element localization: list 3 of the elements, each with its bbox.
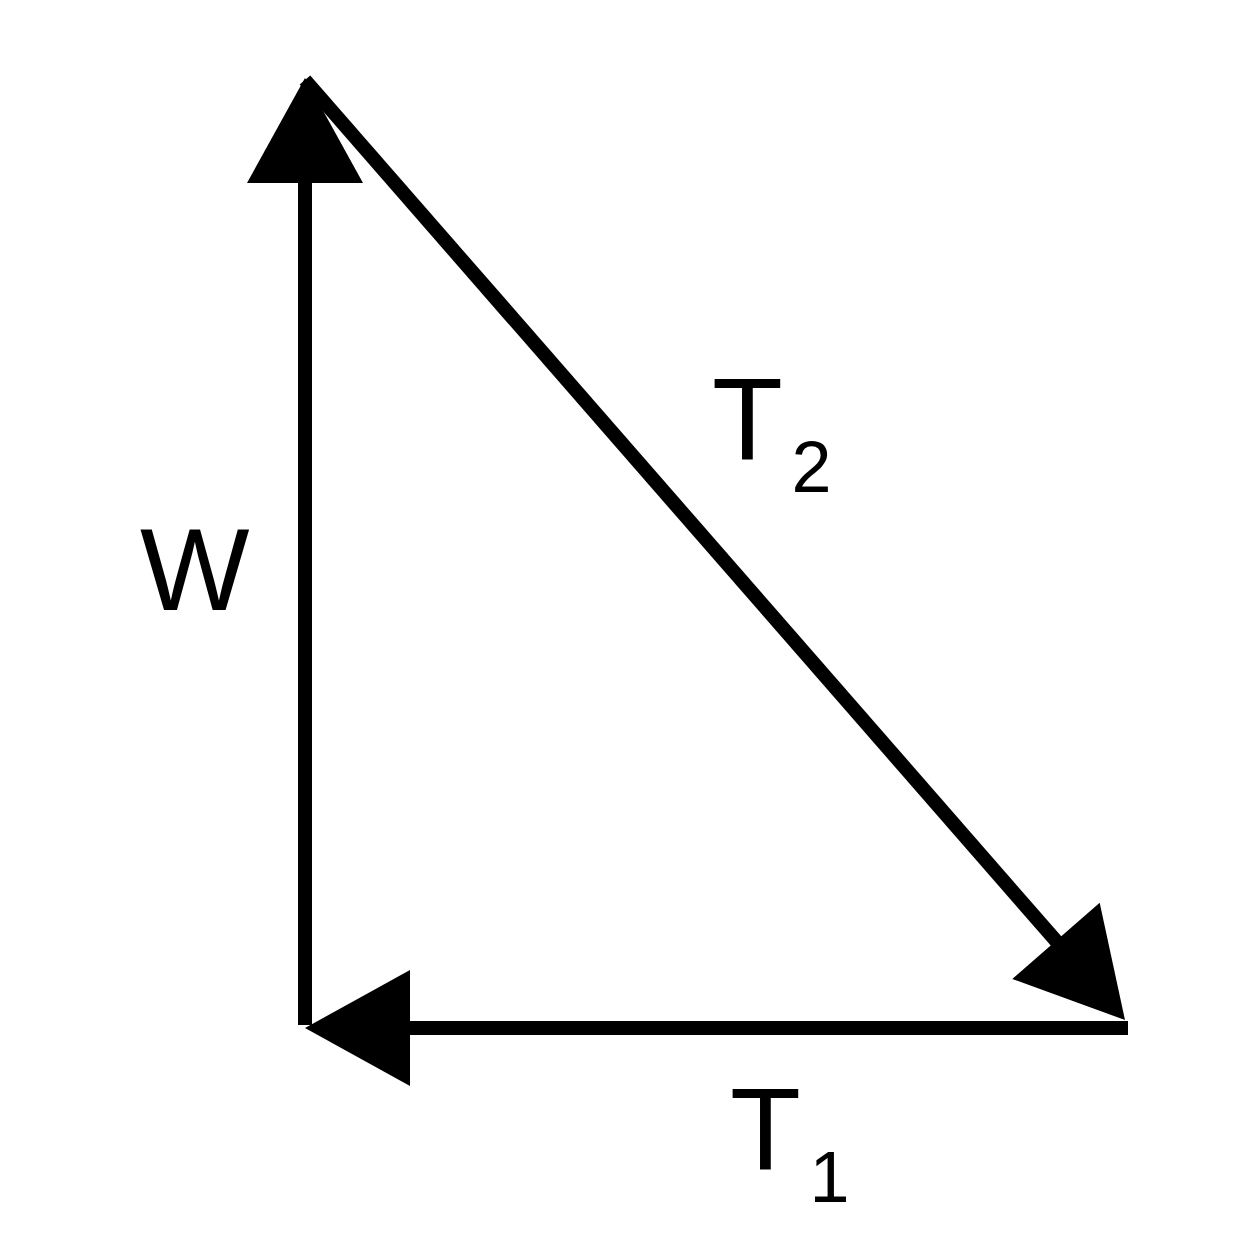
- force-label: T$_{2}$: [712, 362, 832, 505]
- force-label: T$_{1}$: [730, 1072, 850, 1215]
- force-label: W: [140, 512, 250, 628]
